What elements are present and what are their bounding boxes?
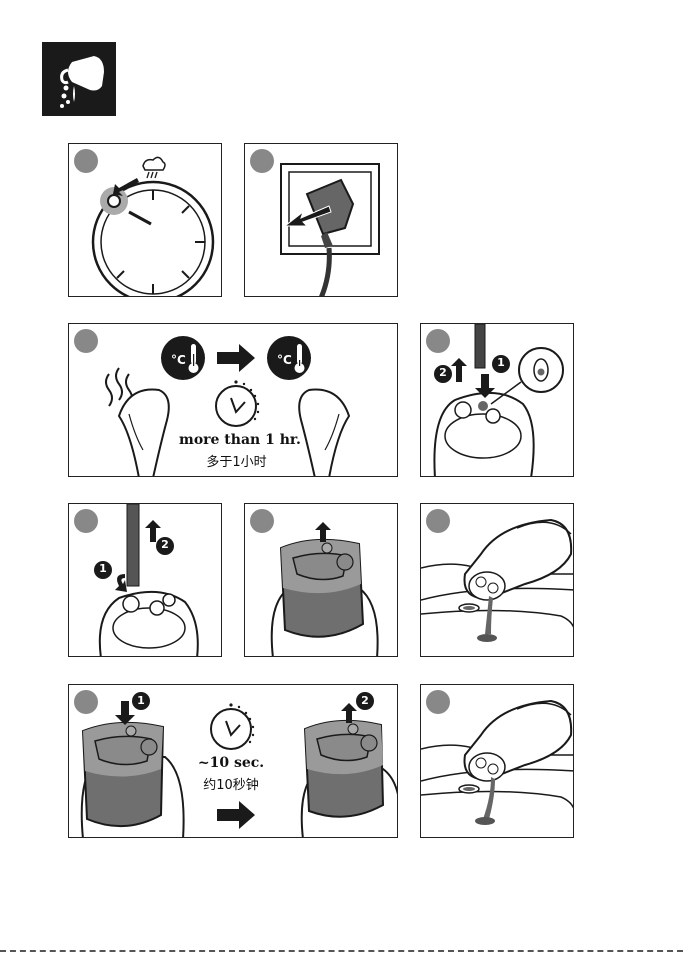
callout-number-one: 1 (495, 356, 507, 369)
step-pour-panel-b (420, 684, 574, 838)
step-lift-tank-panel (244, 503, 398, 657)
step-reinsert-panel: 1 2 ~10 sec. 约10秒钟 (68, 684, 398, 838)
callout-number-one: 1 (97, 562, 109, 575)
svg-text:°C: °C (171, 353, 186, 367)
step-remove-tool-panel: 2 1 (68, 503, 222, 657)
callout-number-two: 2 (437, 366, 449, 379)
callout-number-two: 2 (359, 694, 371, 707)
callout-number-two: 2 (159, 538, 171, 551)
step-release-panel: 1 2 (420, 323, 574, 477)
step-pour-panel-a (420, 503, 574, 657)
footer-divider (0, 950, 683, 952)
callout-number-one: 1 (135, 694, 147, 707)
temp-caption-en: more than 1 hr. (179, 432, 294, 448)
temp-caption-zh: 多于1小时 (179, 451, 294, 470)
wait-caption-zh: 约10秒钟 (181, 774, 281, 793)
descale-header-icon (42, 42, 116, 116)
step-cooling-panel: °C °C more than 1 hr. 多于1小时 (68, 323, 398, 477)
step-unplug-panel (244, 143, 398, 297)
wait-caption-en: ~10 sec. (181, 755, 281, 771)
svg-text:°C: °C (277, 353, 292, 367)
step-dial-panel (68, 143, 222, 297)
